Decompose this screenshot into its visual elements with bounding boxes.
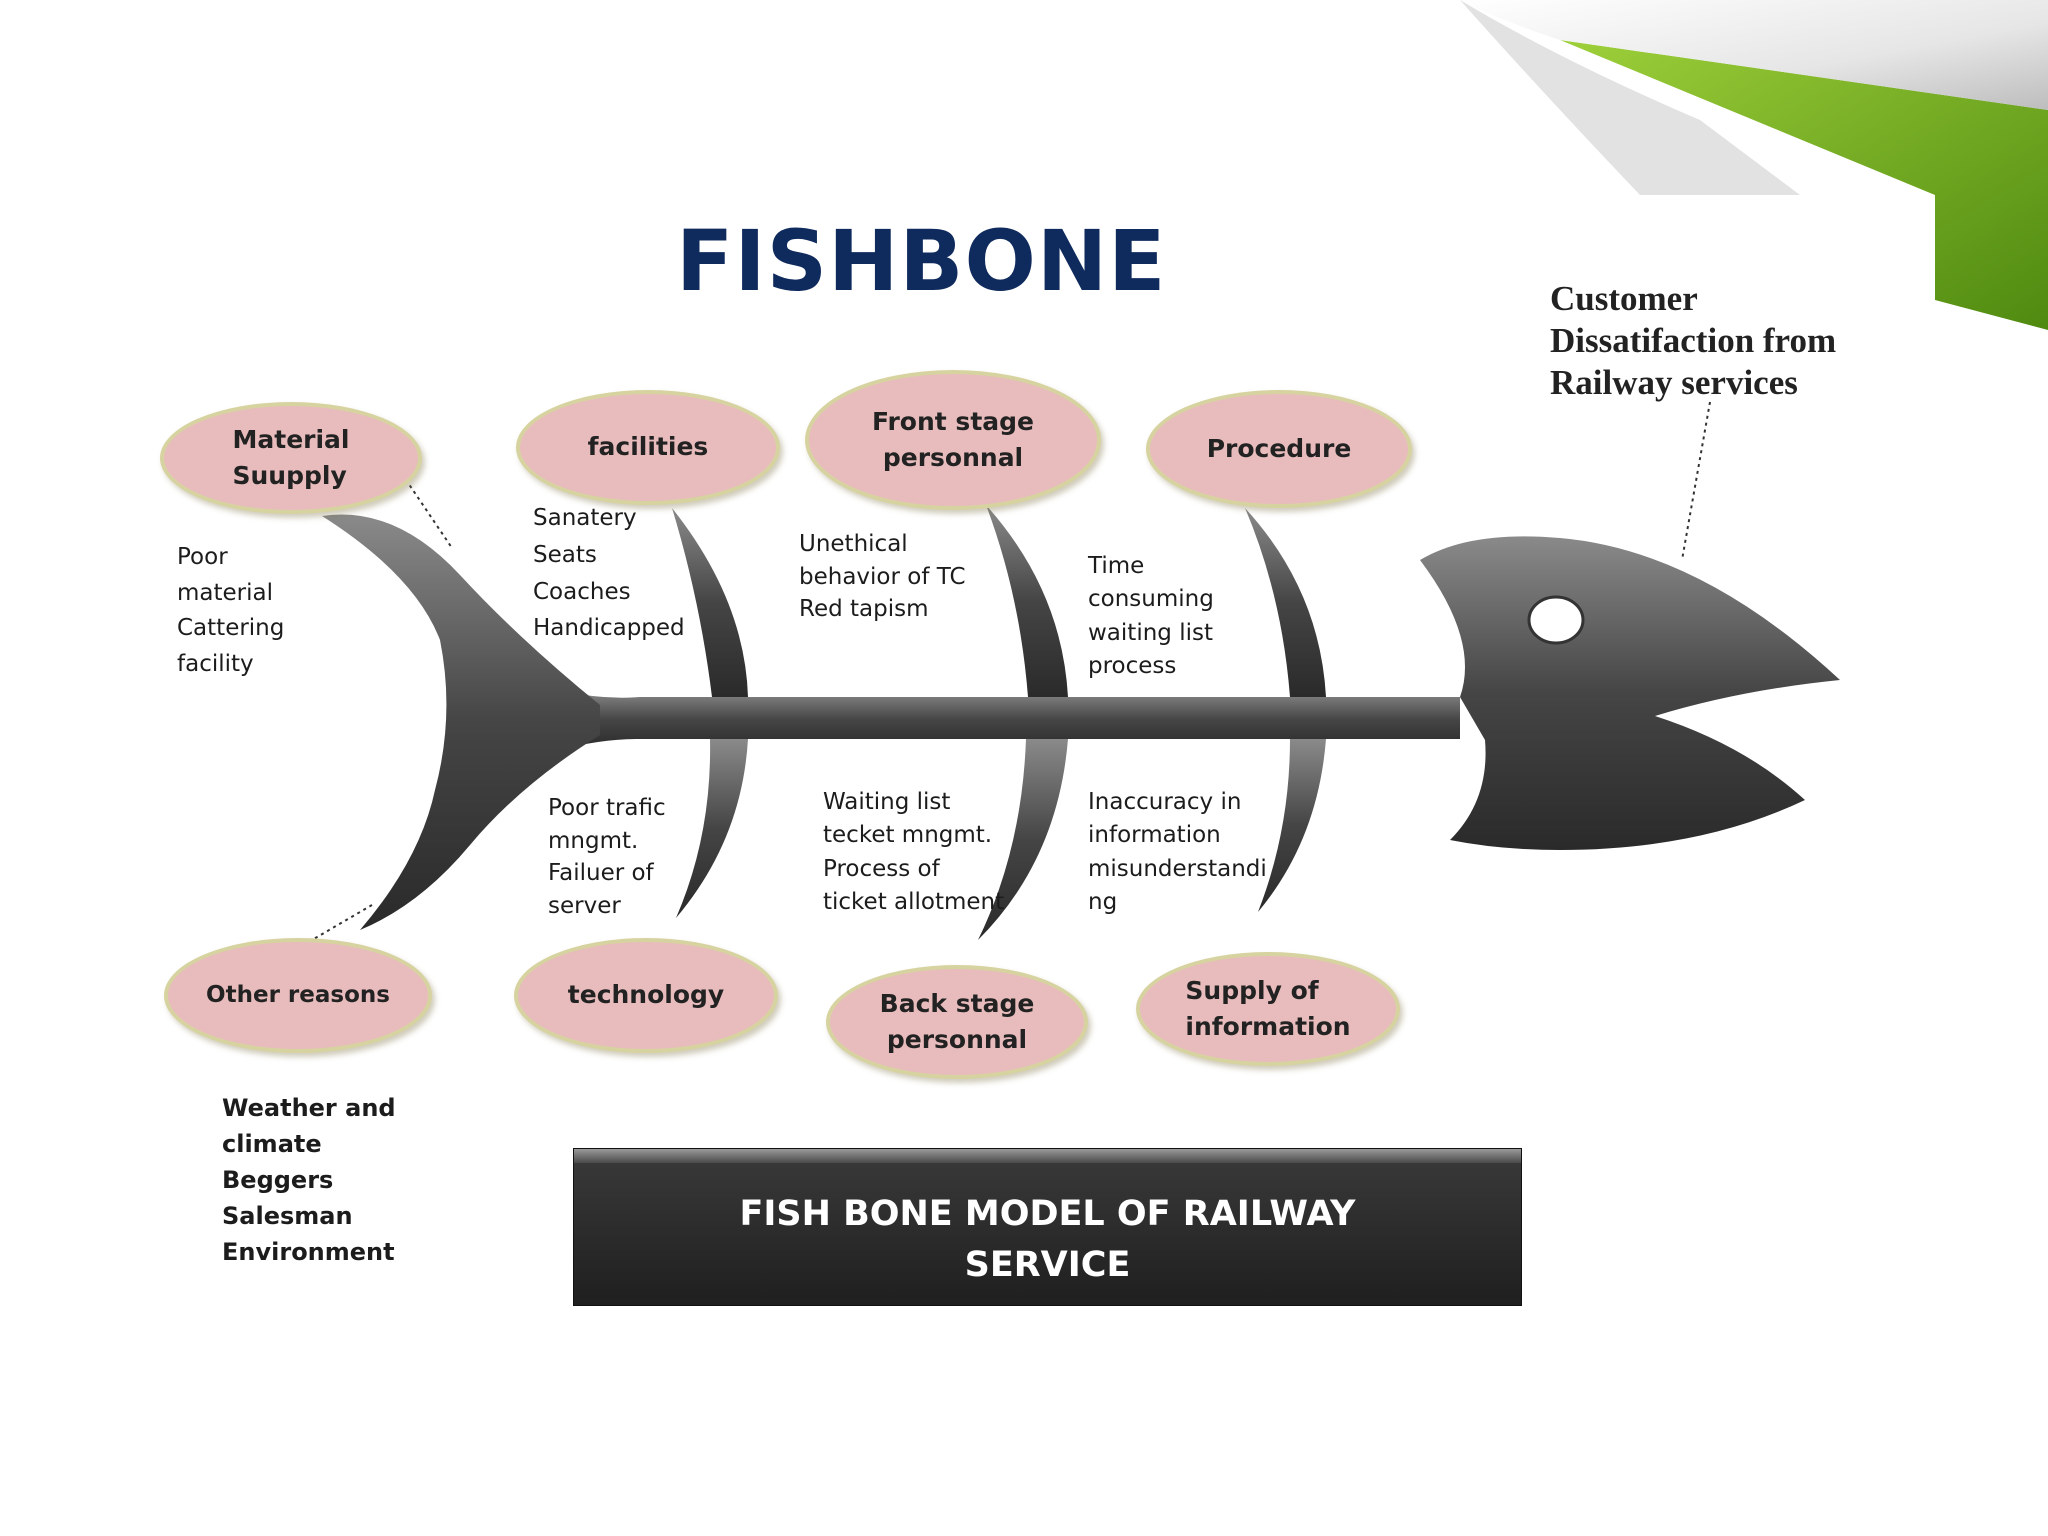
fish-head <box>1420 536 1840 850</box>
fish-tail <box>322 514 600 930</box>
category-front-stage: Front stage personnal <box>805 370 1101 510</box>
rib-technology <box>676 739 748 918</box>
diagram-title: FISHBONE <box>676 212 1167 310</box>
causes-back-stage: Waiting list tecket mngmt. Process of ti… <box>823 789 1005 916</box>
rib-front-stage <box>986 505 1068 697</box>
category-label: Supply of information <box>1185 975 1351 1041</box>
category-back-stage: Back stage personnal <box>826 965 1088 1079</box>
category-other-reasons: Other reasons <box>164 938 432 1053</box>
effect-label: Customer Dissatifaction from Railway ser… <box>1550 279 1837 402</box>
causes-material-supply: Poor material Cattering facility <box>177 544 285 677</box>
causes-front-stage: Unethical behavior of TC Red tapism <box>799 531 966 623</box>
category-label: Other reasons <box>206 981 390 1008</box>
category-label: Back stage personnal <box>879 988 1035 1054</box>
connector-effect <box>1681 401 1711 561</box>
category-label: technology <box>567 980 725 1010</box>
causes-facilities: Sanatery Seats Coaches Handicapped <box>533 505 685 642</box>
rib-supply-info <box>1258 739 1326 912</box>
category-label: Procedure <box>1206 433 1352 463</box>
category-label: facilities <box>587 432 709 462</box>
fish-eye <box>1527 595 1585 645</box>
category-supply-info: Supply of information <box>1136 952 1400 1066</box>
category-material-supply: Material Suupply <box>160 402 422 514</box>
category-technology: technology <box>514 938 778 1053</box>
caption-banner: FISH BONE MODEL OF RAILWAY SERVICE <box>573 1148 1522 1306</box>
causes-other-reasons: Weather and climate Beggers Salesman Env… <box>222 1094 396 1266</box>
causes-procedure: Time consuming waiting list process <box>1088 553 1214 680</box>
connector-other-reasons <box>311 904 373 941</box>
causes-supply-info: Inaccuracy in information misunderstandi… <box>1088 789 1267 916</box>
category-procedure: Procedure <box>1146 390 1412 508</box>
category-label: Material Suupply <box>232 424 350 490</box>
category-label: Front stage personnal <box>872 406 1034 472</box>
rib-procedure <box>1245 508 1326 697</box>
rib-facilities <box>672 508 748 697</box>
rib-back-stage <box>978 739 1068 940</box>
caption-text: FISH BONE MODEL OF RAILWAY SERVICE <box>739 1194 1356 1285</box>
category-facilities: facilities <box>516 390 780 505</box>
fish-spine <box>560 690 1460 750</box>
causes-technology: Poor trafic mngmt. Failuer of server <box>548 795 666 919</box>
